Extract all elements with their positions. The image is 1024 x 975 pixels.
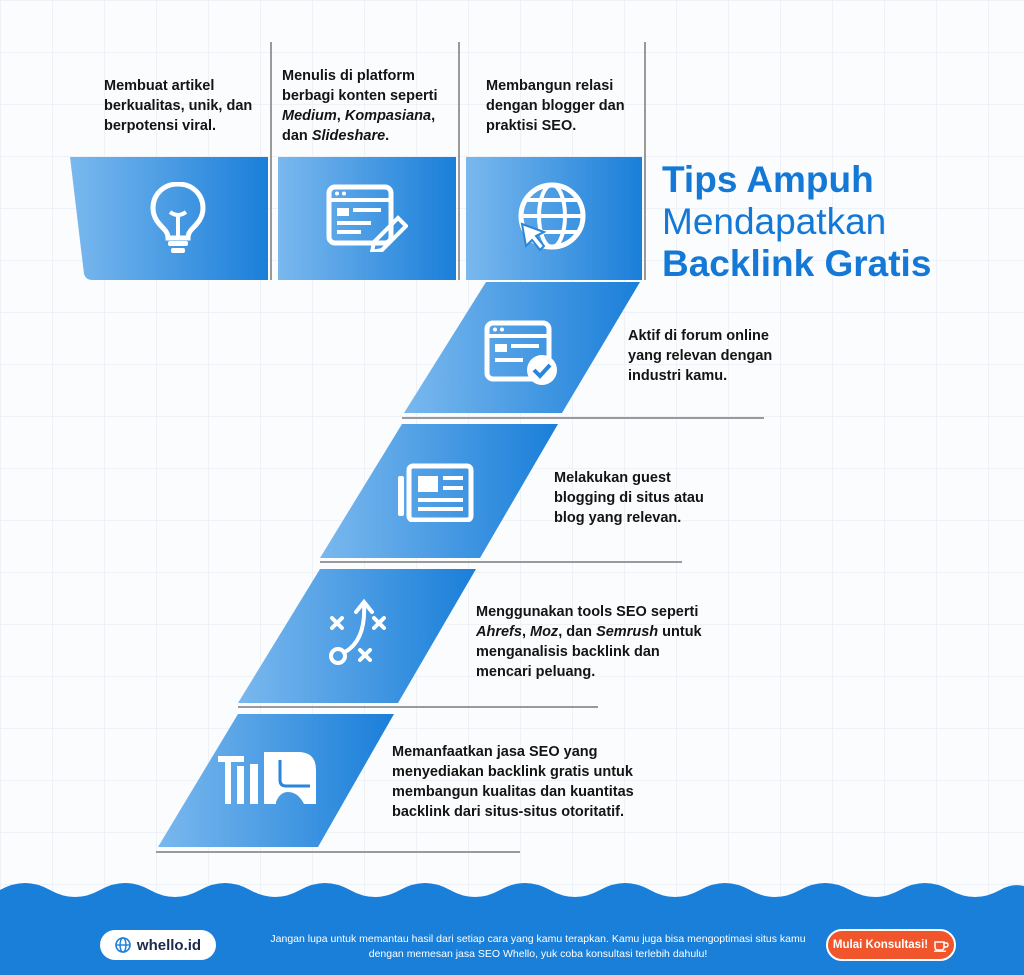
tip-6-text: Menggunakan tools SEO seperti Ahrefs, Mo… xyxy=(476,604,702,680)
web-editor-icon xyxy=(326,184,408,252)
tile-5 xyxy=(320,424,558,558)
coffee-cup-icon xyxy=(934,941,949,952)
brand-link[interactable]: whello.id xyxy=(100,930,216,960)
divider-line xyxy=(402,417,764,419)
divider-line xyxy=(270,42,272,280)
tip-5-text: Melakukan guest blogging di situs atau b… xyxy=(554,470,704,526)
globe-cursor-icon xyxy=(518,182,586,252)
tip-2-text: Menulis di platform berbagi konten seper… xyxy=(282,68,438,144)
divider-line xyxy=(238,706,598,708)
newspaper-icon xyxy=(398,463,474,522)
tile-6 xyxy=(238,569,476,703)
footer-note: Jangan lupa untuk memantau hasil dari se… xyxy=(270,933,806,960)
tip-4-text: Aktif di forum online yang relevan denga… xyxy=(628,328,773,384)
tile-1 xyxy=(70,157,268,280)
title-line-3: Backlink Gratis xyxy=(662,243,932,284)
divider-line xyxy=(458,42,460,280)
tile-2 xyxy=(278,157,456,280)
brand-label: whello.id xyxy=(136,936,202,954)
browser-check-icon xyxy=(484,320,557,385)
title-line-1: Tips Ampuh xyxy=(662,159,874,200)
divider-line xyxy=(320,561,682,563)
consultation-button-label: Mulai Konsultasi! xyxy=(832,939,929,951)
tip-3-text: Membangun relasi dengan blogger dan prak… xyxy=(486,78,625,134)
strategy-icon xyxy=(329,598,386,665)
bridge-icon xyxy=(218,752,316,804)
divider-line xyxy=(156,851,520,853)
globe-icon xyxy=(115,937,131,953)
lightbulb-icon xyxy=(150,182,206,253)
consultation-button[interactable]: Mulai Konsultasi! xyxy=(826,929,956,961)
tile-3 xyxy=(466,157,642,280)
divider-line xyxy=(644,42,646,280)
title-line-2: Mendapatkan xyxy=(662,201,887,242)
tip-1-text: Membuat artikel berkualitas, unik, dan b… xyxy=(104,78,253,134)
tip-7-text: Memanfaatkan jasa SEO yang menyediakan b… xyxy=(392,744,634,820)
